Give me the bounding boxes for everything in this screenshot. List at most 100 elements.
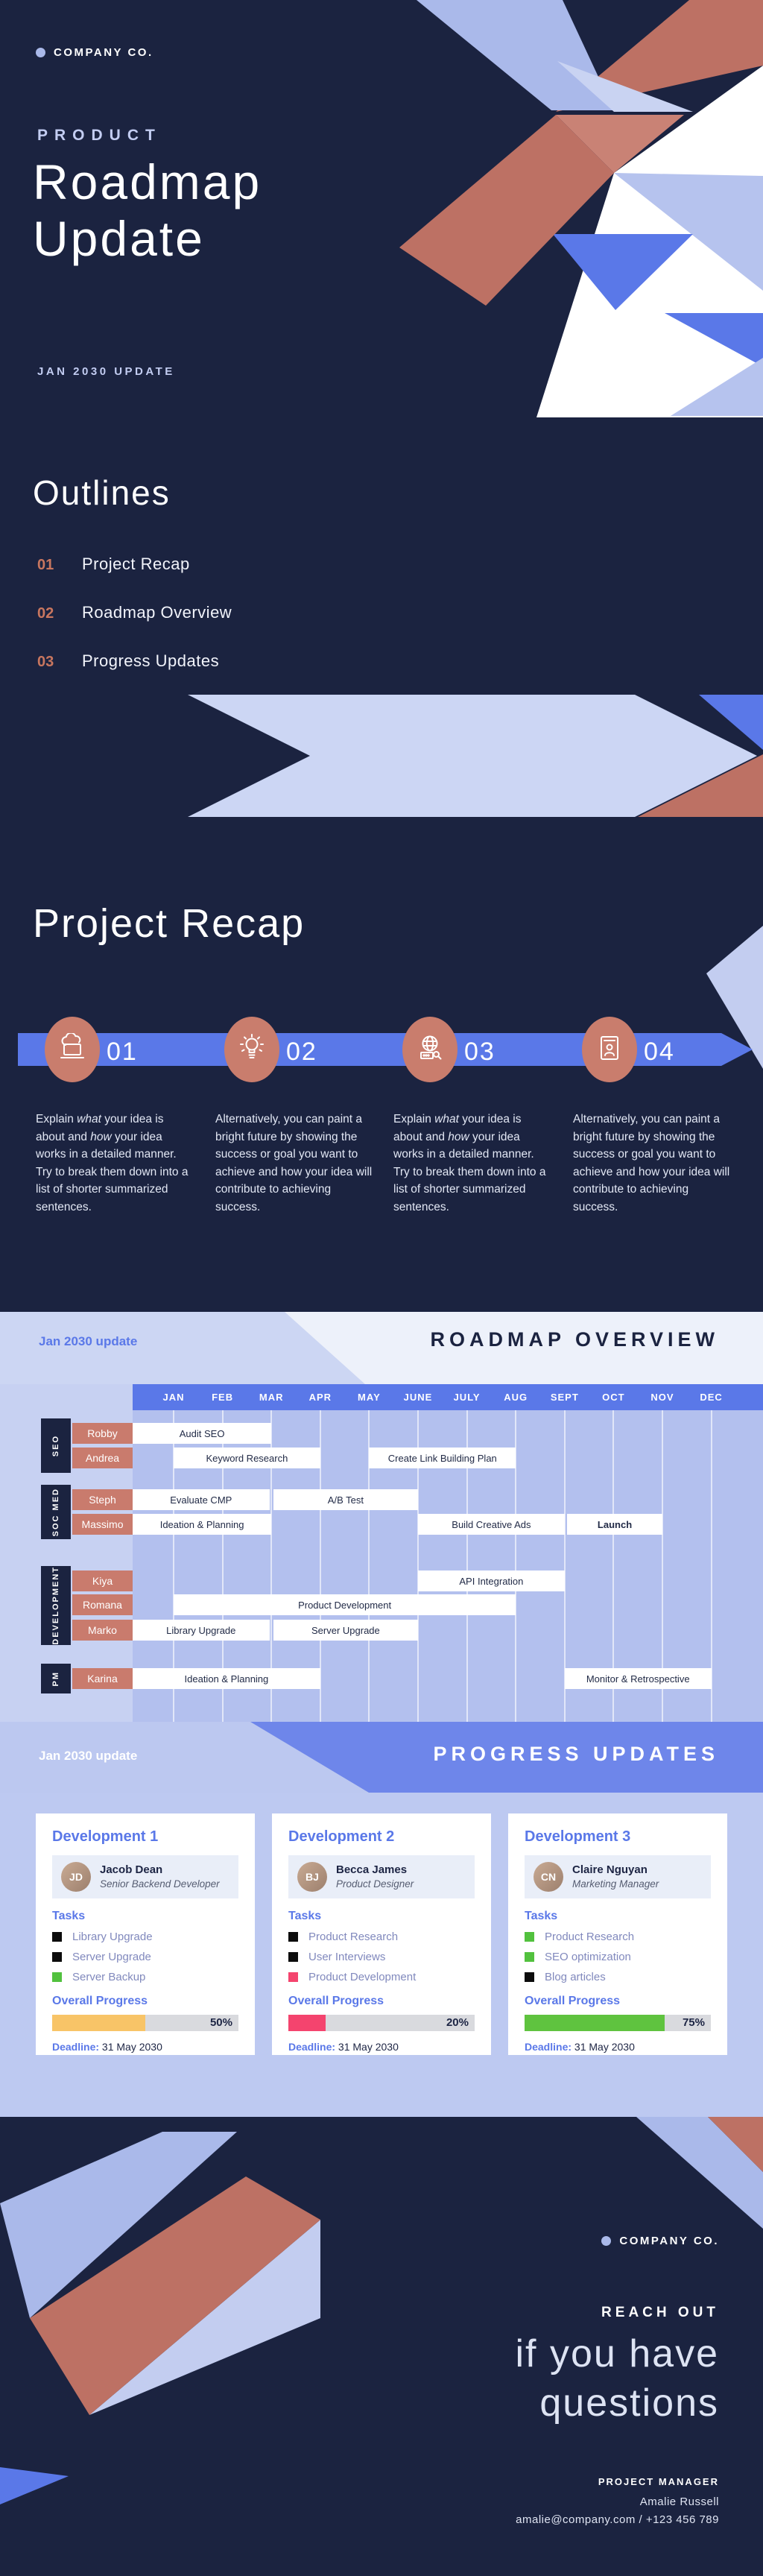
gantt-task-bar: Library Upgrade [133, 1620, 270, 1641]
recap-step-circle [45, 1017, 100, 1082]
gantt-group-label-text: PM [51, 1670, 60, 1687]
gantt-month-label: JUNE [403, 1392, 433, 1403]
gantt-task-bar: API Integration [418, 1570, 565, 1591]
progress-heading: PROGRESS UPDATES [433, 1743, 719, 1765]
gantt-month-label: FEB [212, 1392, 234, 1403]
overall-progress-heading: Overall Progress [525, 1995, 621, 2007]
progress-updates-section: Jan 2030 update PROGRESS UPDATES Develop… [0, 1722, 763, 2117]
task-label: Server Upgrade [72, 1951, 151, 1963]
outline-item-label: Roadmap Overview [82, 603, 232, 622]
update-label: JAN 2030 UPDATE [37, 365, 175, 378]
gantt-person-cell: Kiya [72, 1570, 133, 1591]
gantt-group-label: PM [41, 1664, 71, 1693]
outline-item-label: Project Recap [82, 555, 190, 573]
progress-bar-fill [525, 2015, 665, 2031]
gantt-group-label: SEO [41, 1418, 71, 1473]
recap-step-number: 02 [286, 1038, 317, 1066]
task-item: Library Upgrade [52, 1931, 238, 1943]
gantt-task-bar: Keyword Research [174, 1448, 320, 1468]
footer-brand-name: COMPANY CO. [619, 2235, 719, 2247]
recap-heading: Project Recap [33, 901, 305, 946]
gantt-group-label-text: SOC MED [51, 1487, 60, 1537]
task-status-square [288, 1972, 298, 1982]
task-item: Product Research [525, 1931, 711, 1943]
gantt-person-cell: Robby [72, 1423, 133, 1444]
gantt-task-bar: Create Link Building Plan [369, 1448, 516, 1468]
task-status-square [525, 1932, 534, 1942]
gantt-person-cell: Andrea [72, 1448, 133, 1468]
gantt-gridline [173, 1410, 174, 1722]
avatar: BJ [297, 1862, 327, 1892]
recap-text-fragment: how [90, 1130, 112, 1143]
gantt-person-cell: Marko [72, 1620, 133, 1641]
gantt-gridline [710, 1410, 712, 1722]
reach-out-label: REACH OUT [601, 2305, 719, 2320]
task-item: Product Development [288, 1971, 475, 1983]
gantt-task-bar: Audit SEO [133, 1423, 272, 1444]
overall-progress-heading: Overall Progress [52, 1995, 148, 2007]
card-title: Development 2 [288, 1828, 395, 1845]
deadline-label: Deadline: [525, 2041, 572, 2053]
person-name: Jacob Dean [100, 1863, 163, 1877]
outline-item-label: Progress Updates [82, 651, 220, 670]
recap-text-fragment: your idea works in a detailed manner. Tr… [393, 1130, 546, 1213]
gantt-person-cell: Massimo [72, 1514, 133, 1535]
recap-step-number: 03 [464, 1038, 496, 1066]
recap-text-fragment: what [77, 1113, 101, 1126]
recap-decor-shape [706, 926, 763, 1069]
gantt-gridline [563, 1410, 566, 1722]
contact-info: amalie@company.com / +123 456 789 [516, 2513, 719, 2526]
task-label: Server Backup [72, 1971, 146, 1983]
recap-text-fragment: your idea is about and [393, 1113, 522, 1143]
brand-dot-icon [36, 48, 45, 57]
task-status-square [525, 1952, 534, 1962]
recap-step-circle [402, 1017, 458, 1082]
gantt-month-label: NOV [650, 1392, 674, 1403]
recap-text-fragment: your idea works in a detailed manner. Tr… [36, 1130, 189, 1213]
roadmap-update-label: Jan 2030 update [39, 1334, 138, 1348]
eyebrow-label: PRODUCT [37, 127, 162, 144]
person-role: Product Designer [336, 1878, 414, 1890]
footer-decor-left [0, 2132, 320, 2504]
task-label: User Interviews [308, 1951, 386, 1963]
gantt-month-label: AUG [504, 1392, 528, 1403]
gantt-person-cell: Steph [72, 1489, 133, 1510]
page-title-line1: Roadmap [33, 154, 262, 209]
gantt-month-label: JULY [453, 1392, 481, 1403]
card-title: Development 1 [52, 1828, 159, 1845]
brand-name: COMPANY CO. [54, 46, 153, 59]
tasks-heading: Tasks [288, 1910, 322, 1922]
gantt-gridline [662, 1410, 663, 1722]
footer-decor-topright [636, 2117, 763, 2229]
contact-name: Amalie Russell [639, 2496, 719, 2508]
gantt-gridline [270, 1410, 273, 1722]
gantt-task-bar: Launch [567, 1514, 662, 1535]
gantt-person-cell: Karina [72, 1668, 133, 1689]
card-title: Development 3 [525, 1828, 631, 1845]
task-status-square [52, 1932, 62, 1942]
lightbulb-icon [237, 1033, 267, 1067]
gantt-person-cell: Romana [72, 1594, 133, 1615]
progress-bar-fill [52, 2015, 145, 2031]
progress-percent-label: 75% [682, 2016, 705, 2029]
outlines-heading: Outlines [33, 473, 171, 512]
recap-step-number: 04 [644, 1038, 675, 1066]
progress-bar-track: 75% [525, 2015, 711, 2031]
recap-step-text: Alternatively, you can paint a bright fu… [573, 1111, 732, 1216]
gantt-task-bar: Monitor & Retrospective [564, 1668, 712, 1689]
person-role: Marketing Manager [572, 1878, 659, 1890]
task-item: SEO optimization [525, 1951, 711, 1963]
recap-text-fragment: how [448, 1130, 469, 1143]
task-label: Blog articles [545, 1971, 606, 1983]
deadline-value: 31 May 2030 [335, 2041, 399, 2053]
